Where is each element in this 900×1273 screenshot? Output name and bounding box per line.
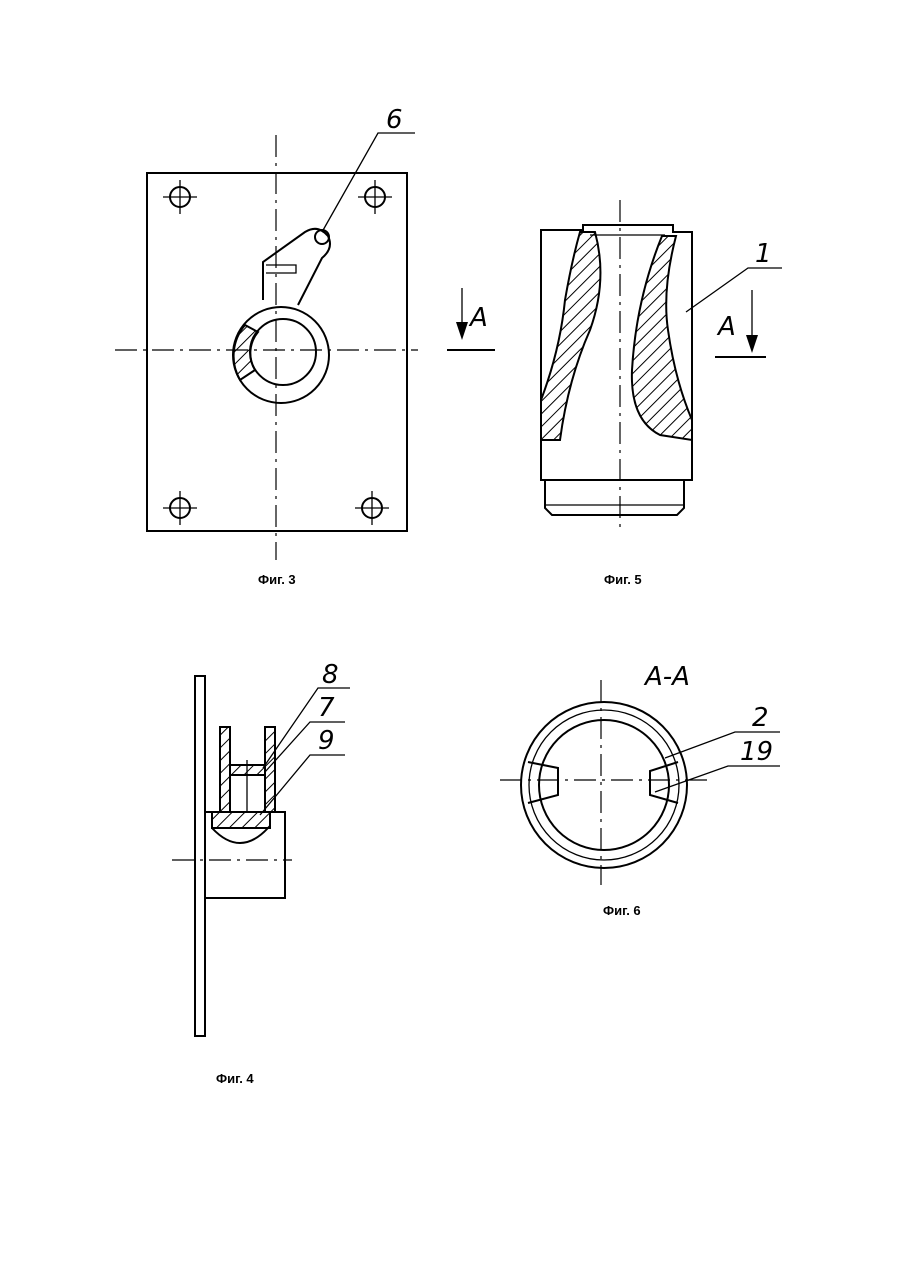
bottom-collar bbox=[545, 480, 684, 515]
bushing-inner bbox=[250, 319, 316, 385]
label-part-19: 19 bbox=[740, 737, 773, 767]
lever-slot bbox=[266, 265, 296, 273]
label-part-2: 2 bbox=[752, 703, 769, 733]
leader-line-19 bbox=[655, 766, 780, 792]
housing-left-wall bbox=[220, 727, 230, 812]
figure-3: 6 А Фиг. 3 bbox=[115, 105, 495, 587]
wall-section-right bbox=[632, 236, 692, 440]
caption-fig-6: Фиг. 6 bbox=[603, 903, 641, 918]
label-view-a: А bbox=[716, 312, 736, 342]
ring-outer bbox=[521, 702, 687, 868]
corner-hole-bottom-left bbox=[163, 491, 197, 525]
ring-middle bbox=[529, 710, 679, 860]
mounting-plate bbox=[147, 173, 407, 531]
base-bulge bbox=[212, 828, 268, 843]
label-part-1: 1 bbox=[755, 239, 772, 269]
view-arrow-a-head bbox=[456, 322, 468, 340]
label-part-9: 9 bbox=[318, 726, 335, 756]
label-part-7: 7 bbox=[318, 693, 335, 723]
vertical-plate bbox=[195, 676, 205, 1036]
wall-section-left bbox=[541, 232, 600, 440]
caption-fig-3: Фиг. 3 bbox=[258, 572, 296, 587]
label-section-a-a: А-А bbox=[643, 662, 690, 692]
label-part-8: 8 bbox=[322, 660, 339, 690]
figure-5: 1 А Фиг. 5 bbox=[541, 200, 782, 587]
figure-4: 8 7 9 Фиг. 4 bbox=[172, 660, 350, 1086]
label-part-6: 6 bbox=[386, 105, 403, 135]
label-view-a: А bbox=[468, 303, 488, 333]
figure-6: А-А 2 19 Фиг. 6 bbox=[500, 662, 780, 918]
lever-pin-hole bbox=[315, 230, 329, 244]
corner-hole-top-right bbox=[358, 180, 392, 214]
leader-line-8 bbox=[263, 688, 350, 768]
key-right bbox=[650, 762, 678, 803]
view-arrow-a-head bbox=[746, 335, 758, 353]
leader-line-6 bbox=[322, 133, 415, 232]
corner-hole-bottom-right bbox=[355, 491, 389, 525]
caption-fig-5: Фиг. 5 bbox=[604, 572, 642, 587]
corner-hole-top-left bbox=[163, 180, 197, 214]
key-left bbox=[528, 762, 558, 803]
leader-line-1 bbox=[686, 268, 782, 312]
caption-fig-4: Фиг. 4 bbox=[216, 1071, 254, 1086]
